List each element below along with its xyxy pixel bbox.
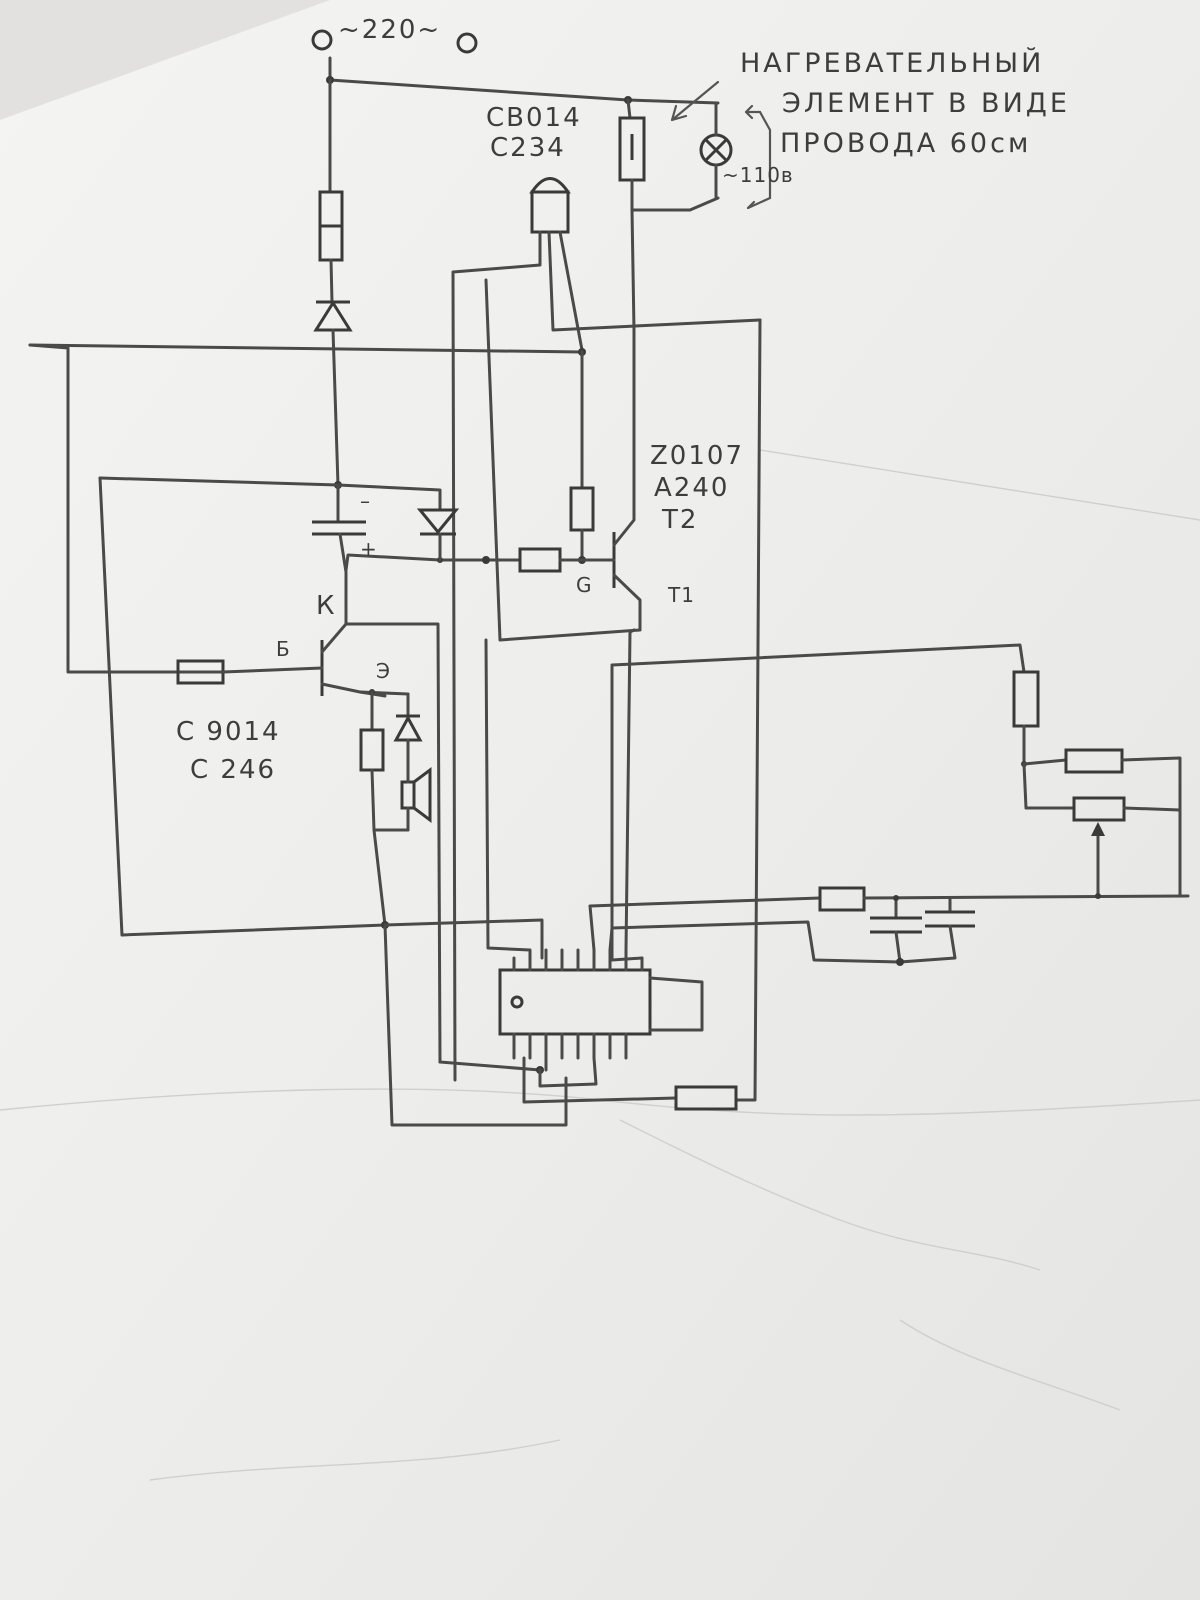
- timing-capacitors: [870, 895, 975, 966]
- zener-diode-icon: [393, 692, 423, 772]
- filter-capacitor-icon: [312, 483, 366, 574]
- heater-note-line2: ЭЛЕМЕНТ В ВИДЕ: [782, 88, 1070, 119]
- paper-shadow: [0, 0, 330, 120]
- transistor-emitter-label: Э: [376, 659, 391, 683]
- triac-icon: [484, 208, 642, 642]
- lamp-bracket: [744, 104, 772, 210]
- sensor-transistor-line1: СВ014: [486, 103, 582, 133]
- feedback-resistor: [674, 1085, 738, 1111]
- supply-terminals: ~220~: [311, 15, 478, 54]
- lamp-voltage-label: ~110в: [722, 163, 794, 187]
- triac-line3: T2: [661, 505, 698, 535]
- heater-note-line1: НАГРЕВАТЕЛЬНЫЙ: [740, 47, 1044, 79]
- sensor-transistor-icon: [451, 177, 762, 1082]
- thermistor: [1012, 670, 1040, 728]
- potentiometer-icon: [1072, 796, 1182, 898]
- heater-note-line3: ПРОВОДА 60см: [780, 128, 1031, 159]
- capacitor-minus: –: [360, 489, 371, 513]
- triac-line2: A240: [654, 473, 729, 503]
- transistor-collector-label: К: [316, 591, 336, 621]
- ic-chip: [498, 948, 704, 1072]
- triac-line1: Z0107: [650, 441, 744, 471]
- triac-t1-label: T1: [667, 583, 695, 607]
- sensor-transistor-line2: С234: [490, 133, 566, 163]
- transistor-base-label: Б: [276, 637, 291, 661]
- buzzer-icon: [400, 767, 432, 832]
- driver-transistor-line2: С 246: [190, 755, 276, 785]
- led-icon: [336, 483, 460, 562]
- triac-gate-label: G: [576, 573, 593, 597]
- driver-transistor-line1: С 9014: [176, 717, 281, 747]
- capacitor-plus: +: [360, 537, 378, 561]
- heater-element: [618, 98, 720, 212]
- indicator-lamp-icon: [699, 101, 733, 200]
- supply-voltage-label: ~220~: [338, 15, 441, 45]
- heater-arrow: [670, 80, 720, 122]
